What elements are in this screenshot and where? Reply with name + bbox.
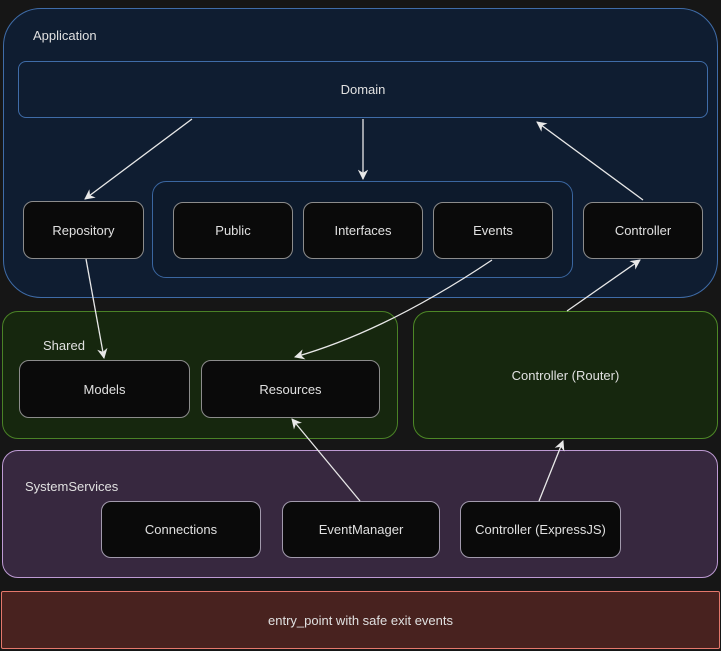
node-repository: Repository [23,201,144,259]
node-public: Public [173,202,293,259]
container-application-label: Application [33,28,97,43]
node-controller-router: Controller (Router) [413,311,718,439]
node-domain: Domain [18,61,708,118]
node-connections: Connections [101,501,261,558]
node-resources: Resources [201,360,380,418]
node-entry-point: entry_point with safe exit events [1,591,720,649]
container-system-services-label: SystemServices [25,479,119,494]
node-events: Events [433,202,553,259]
container-shared-label: Shared [43,338,85,353]
node-event-manager: EventManager [282,501,440,558]
node-interfaces: Interfaces [303,202,423,259]
node-models: Models [19,360,190,418]
node-controller-expressjs: Controller (ExpressJS) [460,501,621,558]
node-controller: Controller [583,202,703,259]
